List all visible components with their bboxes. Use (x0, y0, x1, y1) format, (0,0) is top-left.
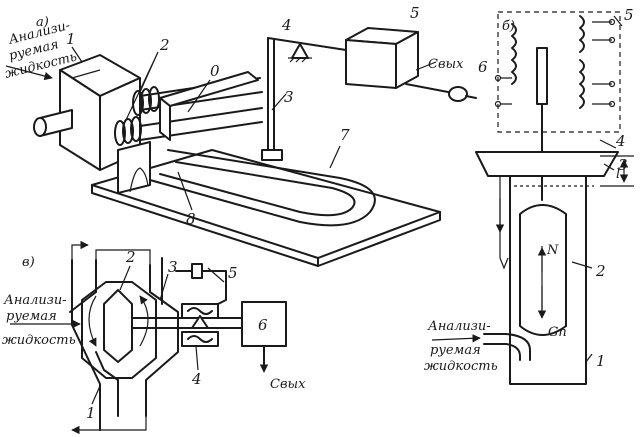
panel-a-label-0: 0 (210, 62, 220, 80)
panel-a-label-8: 8 (186, 210, 196, 228)
panel-b-gravity-label: Gп (548, 325, 567, 340)
panel-v-letter: в) (22, 255, 35, 270)
panel-a-label-3: 3 (284, 88, 294, 106)
panel-v-top-arrow (71, 240, 89, 260)
panel-b-inlet-line1: Анализи- (427, 319, 491, 334)
panel-b-letter: б) (502, 19, 515, 34)
panel-v-return-loop (95, 249, 151, 265)
panel-a-inlet-arrow (5, 65, 53, 81)
panel-b-inlet-line3: жидкость (424, 359, 498, 374)
panel-v-inlet-line2: руемая (6, 309, 57, 324)
panel-a-drawing (33, 27, 477, 267)
panel-b-inlet-arrow (431, 334, 481, 343)
panel-a-letter: а) (36, 15, 49, 30)
panel-v-flow-right-arrow (139, 295, 149, 347)
panel-b-dimension-l: l (616, 167, 620, 182)
panel-a-label-2: 2 (159, 36, 170, 54)
panel-b-force-label: N (546, 243, 559, 258)
panel-v-label-4: 4 (191, 370, 202, 388)
panel-a-label-4: 4 (281, 16, 292, 34)
panel-a-label-1: 1 (66, 30, 76, 48)
panel-b-label-5: 5 (624, 6, 634, 24)
panel-v-label-3: 3 (168, 258, 178, 276)
panel-v-flow-left-arrow (88, 295, 97, 347)
panel-b-inlet-line2: руемая (430, 343, 481, 358)
panel-v-label-6: 6 (258, 316, 268, 334)
panel-v-bottom-arrow (71, 416, 147, 435)
panel-v-label-5: 5 (228, 264, 238, 282)
panel-v-label-2: 2 (125, 248, 136, 266)
panel-v-inlet-line3: жидкость (2, 333, 76, 348)
panel-b-label-3: 3 (618, 156, 628, 174)
panel-v-drawing (69, 257, 287, 431)
panel-a-output-label: Cвых (428, 57, 464, 72)
panel-b-label-4: 4 (615, 132, 626, 150)
panel-v-inlet-line1: Анализи- (3, 293, 67, 308)
panel-a-label-7: 7 (340, 126, 350, 144)
panel-b-label-1: 1 (596, 352, 606, 370)
panel-v-output-label: Cвых (270, 377, 306, 392)
panel-a-label-5: 5 (410, 4, 420, 22)
panel-b-drawing (475, 11, 634, 385)
panel-a-label-6: 6 (478, 58, 488, 76)
panel-v-label-1: 1 (86, 404, 96, 422)
panel-b-label-2: 2 (595, 262, 606, 280)
